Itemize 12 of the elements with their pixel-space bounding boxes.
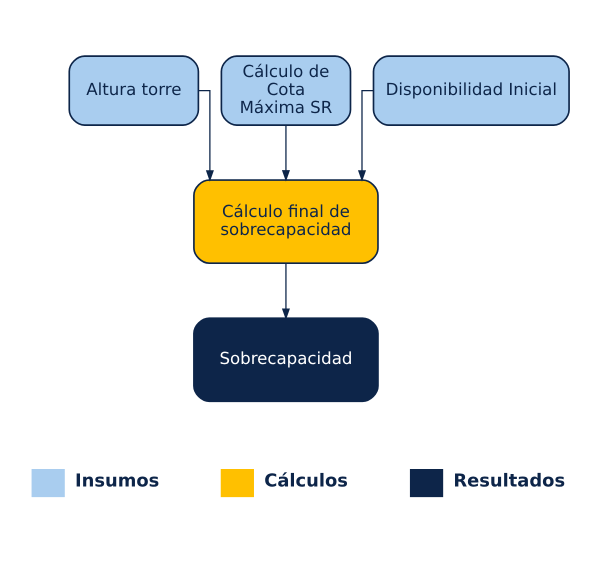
legend-label: Cálculos bbox=[264, 470, 348, 491]
node-box: Cálculo de Cota Máxima SR bbox=[220, 54, 352, 126]
arrow bbox=[282, 262, 290, 320]
arrow bbox=[358, 89, 374, 182]
legend-label: Resultados bbox=[453, 470, 566, 491]
arrow bbox=[282, 124, 290, 182]
legend-label: Insumos bbox=[75, 470, 160, 491]
node-box: Cálculo final de sobrecapacidad bbox=[193, 178, 379, 264]
arrow bbox=[198, 89, 214, 182]
node-box: Sobrecapacidad bbox=[193, 316, 379, 402]
node-box: Disponibilidad Inicial bbox=[372, 54, 570, 126]
node-box: Altura torre bbox=[68, 54, 200, 126]
